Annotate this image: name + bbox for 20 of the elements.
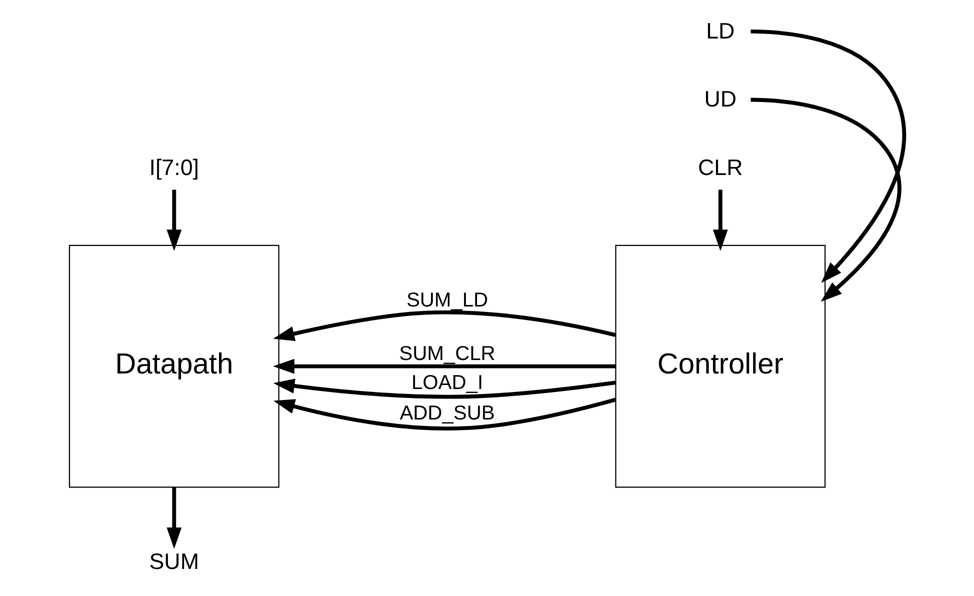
arrow xyxy=(273,398,616,430)
node-box: Datapath xyxy=(68,244,280,488)
arrow xyxy=(166,190,182,251)
edge-label: SUM_LD xyxy=(406,289,488,312)
node-text: CLR xyxy=(698,154,743,180)
arrow xyxy=(750,98,902,302)
edge-label: LOAD_I xyxy=(411,372,484,394)
arrow xyxy=(166,487,182,549)
arrow xyxy=(712,190,728,251)
node-text: UD xyxy=(704,86,737,112)
node-text: I[7:0] xyxy=(149,154,200,180)
arrow xyxy=(750,30,906,283)
arrow xyxy=(273,358,616,374)
arrow xyxy=(273,310,616,342)
node-box: Controller xyxy=(615,244,826,488)
edge-label: ADD_SUB xyxy=(400,402,495,424)
arrow xyxy=(273,378,616,399)
edge-label: SUM_CLR xyxy=(399,343,496,366)
node-text: SUM xyxy=(149,548,200,574)
node-text: LD xyxy=(706,18,735,44)
